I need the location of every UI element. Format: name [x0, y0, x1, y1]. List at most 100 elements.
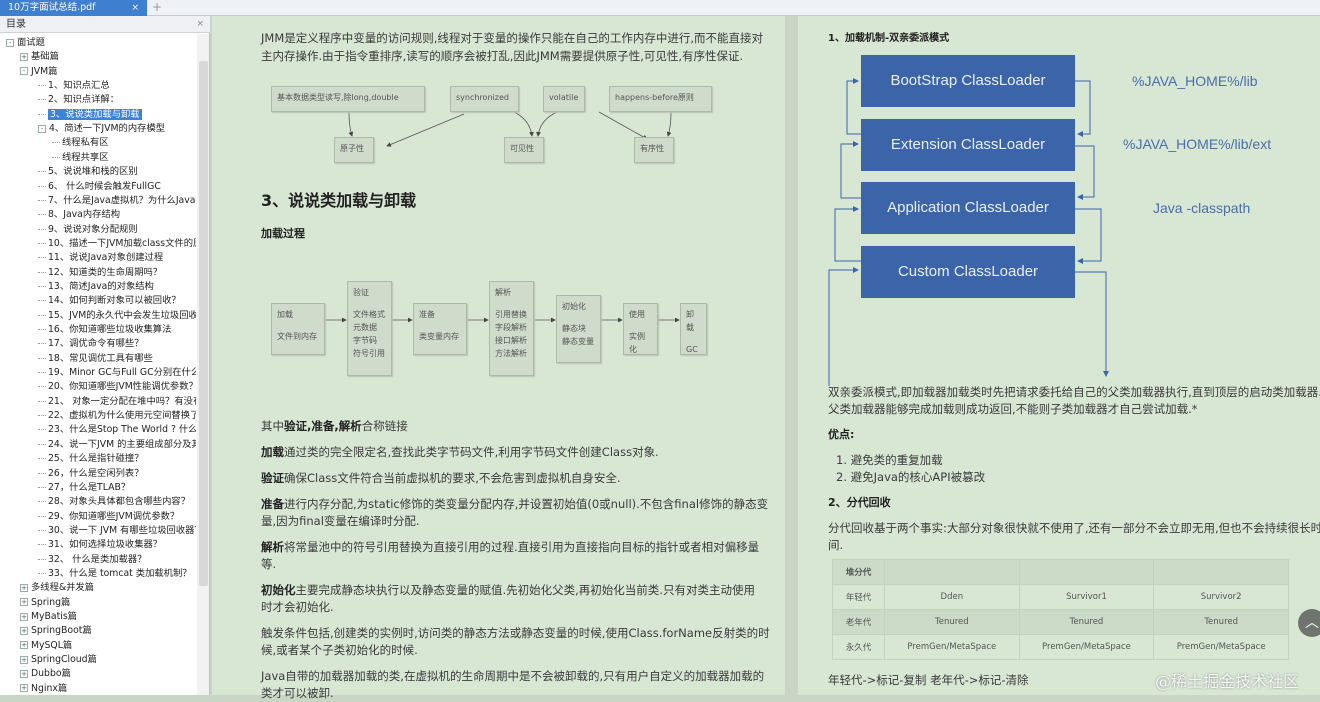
outline-item[interactable]: 15、JVM的永久代中会发生垃圾回收么: [38, 309, 196, 323]
outline-item-label: 14、如何判断对象可以被回收？: [48, 295, 181, 307]
outline-item[interactable]: 8、Java内存结构: [38, 208, 120, 222]
outline-item[interactable]: +Spring篇: [20, 596, 70, 610]
tree-connector: [38, 199, 46, 201]
tree-connector: [38, 314, 46, 316]
outline-item[interactable]: 1、知识点汇总: [38, 79, 110, 93]
outline-item[interactable]: -面试题: [6, 36, 45, 50]
outline-item[interactable]: 10、描述一下JVM加载class文件的原理: [38, 237, 196, 251]
outline-item[interactable]: 32、 什么是类加载器？: [38, 553, 146, 567]
outline-item[interactable]: 30、说一下 JVM 有哪些垃圾回收器？: [38, 524, 196, 538]
pdf-page-left: JMM是定义程序中变量的访问规则,线程对于变量的操作只能在自己的工作内存中进行,…: [212, 16, 785, 700]
expand-icon[interactable]: +: [20, 52, 28, 61]
expand-icon[interactable]: +: [20, 612, 28, 621]
outline-item[interactable]: +多线程&并发篇: [20, 581, 94, 595]
tab-title: 10万字面试总结.pdf: [8, 2, 96, 13]
collapse-icon[interactable]: -: [38, 124, 46, 133]
flow-step-title: 验证: [353, 288, 369, 297]
outline-item[interactable]: 17、调优命令有哪些？: [38, 337, 144, 351]
tree-connector: [38, 544, 46, 546]
delegation-arrows: [828, 78, 1109, 386]
tree-connector: [38, 99, 46, 101]
outline-item-label: 23、什么是Stop The World ? 什么是O: [48, 424, 196, 436]
collapse-icon[interactable]: -: [20, 67, 28, 76]
outline-item-label: JVM篇: [31, 65, 58, 77]
flow-step-line: 方法解析: [495, 349, 527, 358]
outline-item[interactable]: 13、简述Java的对象结构: [38, 280, 154, 294]
expand-icon[interactable]: +: [20, 598, 28, 607]
expand-icon[interactable]: +: [20, 583, 28, 592]
paragraph-text: 时才会初始化.: [261, 600, 334, 614]
flow-step-line: 静态块: [562, 324, 586, 333]
scroll-to-top-button[interactable]: ︿: [1298, 609, 1320, 637]
outline-item[interactable]: 33、什么是 tomcat 类加载机制？: [38, 567, 192, 581]
outline-item[interactable]: 11、说说Java对象创建过程: [38, 251, 163, 265]
expand-icon[interactable]: +: [20, 684, 28, 693]
outline-item-label: MyBatis篇: [31, 611, 77, 622]
outline-item[interactable]: 18、常见调优工具有哪些: [38, 352, 153, 366]
paragraph-line: 加载通过类的完全限定名,查找此类字节码文件,利用字节码文件创建Class对象.: [261, 444, 659, 461]
outline-item[interactable]: 16、你知道哪些垃圾收集算法: [38, 323, 171, 337]
outline-item[interactable]: -4、简述一下JVM的内存模型: [38, 122, 165, 136]
outline-item[interactable]: 25、什么是指针碰撞？: [38, 452, 144, 466]
close-tab-icon[interactable]: ×: [131, 3, 139, 13]
outline-item[interactable]: 20、你知道哪些JVM性能调优参数？（: [38, 380, 196, 394]
sidebar-scroll-thumb[interactable]: [199, 61, 208, 586]
outline-item[interactable]: +SpringBoot篇: [20, 624, 92, 638]
outline-item[interactable]: +MySQL篇: [20, 639, 72, 653]
outline-item[interactable]: +SpringCloud篇: [20, 653, 97, 667]
outline-item[interactable]: 24、说一下JVM 的主要组成部分及其作: [38, 438, 196, 452]
tree-connector: [38, 529, 46, 531]
outline-item[interactable]: 31、如何选择垃圾收集器？: [38, 538, 162, 552]
expand-icon[interactable]: +: [20, 626, 28, 635]
note-text: 合称链接: [361, 419, 408, 433]
paragraph-text: 主要完成静态块执行以及静态变量的赋值.先初始化父类,再初始化当前类.只有对类主动…: [295, 583, 755, 597]
collapse-icon[interactable]: -: [6, 38, 14, 47]
outline-item[interactable]: 27，什么是TLAB？: [38, 481, 130, 495]
outline-item[interactable]: 29、你知道哪些JVM调优参数？: [38, 510, 179, 524]
outline-item[interactable]: +MyBatis篇: [20, 610, 77, 624]
outline-item[interactable]: +基础篇: [20, 50, 59, 64]
outline-item[interactable]: 5、说说堆和栈的区别: [38, 165, 138, 179]
flow-step-line: 类变量内存: [419, 332, 459, 341]
gen-desc-line: 间.: [828, 538, 844, 552]
expand-icon[interactable]: +: [20, 641, 28, 650]
outline-item-label: 16、你知道哪些垃圾收集算法: [48, 324, 172, 335]
outline-item[interactable]: 22、虚拟机为什么使用元空间替换了永: [38, 409, 196, 423]
expand-icon[interactable]: +: [20, 669, 28, 678]
table-cell: 永久代: [832, 634, 885, 660]
outline-item[interactable]: 14、如何判断对象可以被回收？: [38, 294, 181, 308]
close-sidebar-icon[interactable]: ×: [196, 19, 204, 29]
outline-item[interactable]: 19、Minor GC与Full GC分别在什么时: [38, 366, 196, 380]
outline-item[interactable]: 21、 对象一定分配在堆中吗？有没有了: [38, 395, 196, 409]
table-row: 堆分代: [832, 559, 1289, 585]
outline-item[interactable]: 线程共享区: [52, 151, 109, 165]
outline-item[interactable]: -JVM篇: [20, 65, 57, 79]
outline-item[interactable]: 6、 什么时候会触发FullGC: [38, 180, 161, 194]
new-tab-button[interactable]: +: [151, 0, 163, 14]
outline-item[interactable]: +Dubbo篇: [20, 667, 71, 681]
outline-item[interactable]: 28、对象头具体都包含哪些内容？: [38, 495, 190, 509]
outline-item[interactable]: 9、说说对象分配规则: [38, 223, 138, 237]
outline-item[interactable]: 2、知识点详解：: [38, 93, 119, 107]
outline-item[interactable]: 7、什么是Java虚拟机？为什么Java被称: [38, 194, 196, 208]
outline-item-label: 线程共享区: [62, 151, 109, 163]
expand-icon[interactable]: +: [20, 655, 28, 664]
outline-item[interactable]: 12、知道类的生命周期吗？: [38, 266, 162, 280]
outline-item[interactable]: 23、什么是Stop The World ? 什么是O: [38, 423, 196, 437]
flow-step-box: 初始化静态块静态变量: [556, 295, 601, 363]
table-cell: [1153, 559, 1289, 585]
intro-line: JMM是定义程序中变量的访问规则,线程对于变量的操作只能在自己的工作内存中进行,…: [261, 31, 764, 45]
paragraph-line: 量,因为final变量在编译时分配.: [261, 513, 420, 530]
extension-classloader-box: Extension ClassLoader: [861, 119, 1075, 171]
bootstrap-classloader-box: BootStrap ClassLoader: [861, 55, 1075, 107]
outline-item[interactable]: +Nginx篇: [20, 682, 67, 695]
jmm-box: 原子性: [334, 137, 374, 163]
outline-item[interactable]: 线程私有区: [52, 136, 109, 150]
outline-item[interactable]: 26，什么是空闲列表？: [38, 467, 144, 481]
outline-item-label: Nginx篇: [31, 682, 68, 694]
tab-document[interactable]: 10万字面试总结.pdf ×: [0, 0, 147, 16]
outline-item[interactable]: 3、说说类加载与卸载: [38, 108, 142, 122]
